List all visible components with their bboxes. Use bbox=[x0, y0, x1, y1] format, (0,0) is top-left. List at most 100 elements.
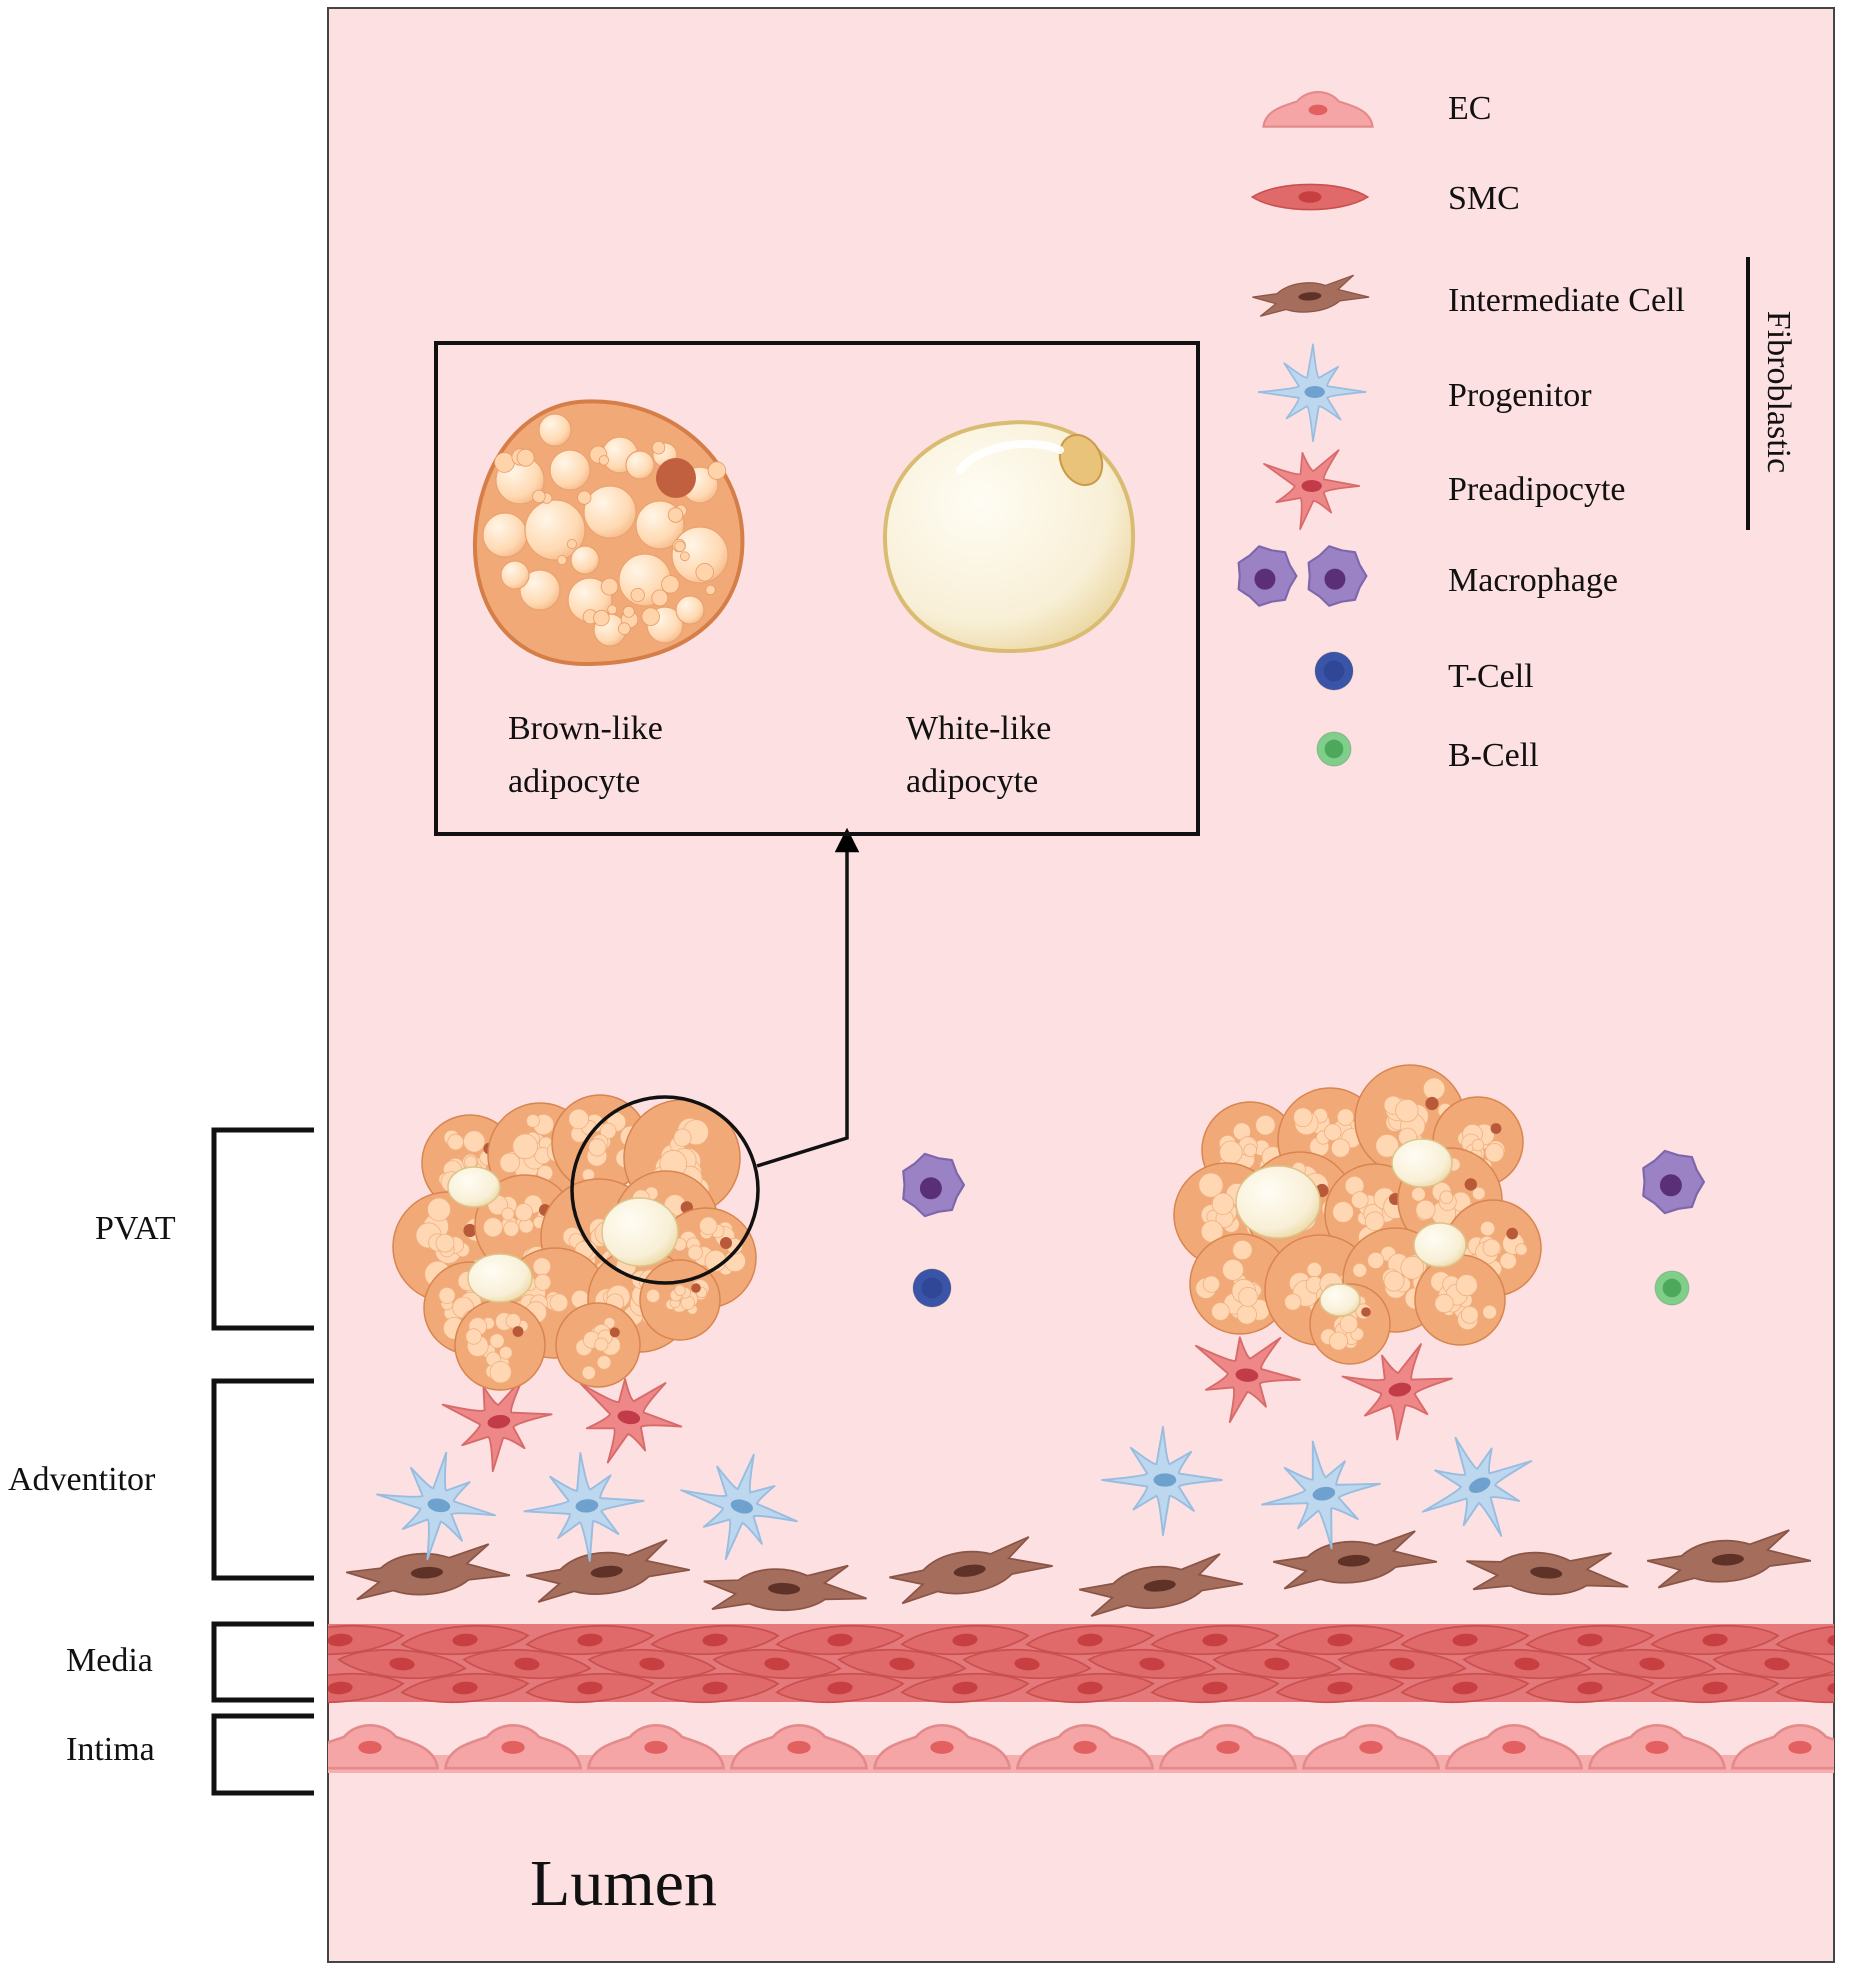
pvat-immune-cells bbox=[902, 1149, 1706, 1308]
smooth-muscle-cell-icon bbox=[400, 1624, 530, 1656]
brown-adipocyte-label-line2: adipocyte bbox=[508, 763, 640, 800]
smooth-muscle-cell-icon bbox=[525, 1624, 655, 1656]
brown-adipocyte-label-line1: Brown-like bbox=[508, 710, 663, 747]
smooth-muscle-cell-icon bbox=[1650, 1624, 1780, 1656]
media-smc-layer bbox=[328, 1624, 1852, 1704]
smooth-muscle-cell-icon bbox=[1087, 1648, 1217, 1680]
smooth-muscle-cell-icon bbox=[1775, 1624, 1834, 1656]
intima-ec-layer bbox=[328, 1724, 1834, 1773]
macrophage-icon bbox=[1307, 545, 1368, 607]
legend-label-intermediate: Intermediate Cell bbox=[1448, 282, 1685, 319]
endothelial-cell-icon bbox=[1301, 1724, 1441, 1770]
intermediate-cell-icon bbox=[1252, 274, 1370, 317]
white-adipocyte-icon bbox=[447, 1166, 501, 1208]
preadipocyte-icon bbox=[1263, 449, 1361, 530]
macrophage-icon bbox=[1642, 1149, 1706, 1215]
legend-label-progenitor: Progenitor bbox=[1448, 377, 1592, 414]
smooth-muscle-cell-icon bbox=[462, 1648, 592, 1680]
white-adipocyte-icon bbox=[1413, 1222, 1467, 1268]
endothelial-cell-icon bbox=[443, 1724, 583, 1770]
progenitor-cell-icon bbox=[1421, 1436, 1533, 1537]
smooth-muscle-cell-icon bbox=[1150, 1624, 1280, 1656]
white-like-adipocyte-icon bbox=[882, 420, 1136, 654]
progenitor-cell-icon bbox=[1101, 1425, 1223, 1537]
preadipocyte-icon bbox=[1263, 449, 1361, 530]
brown-adipocyte-icon bbox=[555, 1302, 641, 1388]
lumen-label: Lumen bbox=[530, 1847, 717, 1920]
preadipocyte-icon bbox=[579, 1378, 683, 1464]
smooth-muscle-cell-icon bbox=[587, 1648, 717, 1680]
t-cell-icon bbox=[912, 1268, 952, 1308]
endothelial-cell-icon bbox=[1444, 1724, 1584, 1770]
progenitor-cell-icon bbox=[1257, 343, 1367, 443]
zoom-arrow bbox=[756, 827, 860, 1168]
smooth-muscle-cell-icon bbox=[650, 1672, 780, 1704]
smooth-muscle-cell-icon bbox=[337, 1648, 467, 1680]
endothelial-cell-icon bbox=[729, 1724, 869, 1770]
adventitia-bracket bbox=[211, 1378, 314, 1581]
smooth-muscle-cell-icon bbox=[1025, 1624, 1155, 1656]
smooth-muscle-cell-icon bbox=[1775, 1672, 1834, 1704]
pvat-adipocyte-cluster-right bbox=[1173, 1064, 1542, 1365]
smooth-muscle-cell-icon bbox=[1250, 183, 1370, 211]
smooth-muscle-cell-icon bbox=[1337, 1648, 1467, 1680]
adipocyte-inset-box bbox=[434, 341, 1200, 836]
intermediate-cell-icon bbox=[346, 1543, 511, 1601]
smooth-muscle-cell-icon bbox=[1712, 1648, 1834, 1680]
intima-bracket bbox=[211, 1713, 314, 1796]
media-bracket bbox=[211, 1621, 314, 1703]
intermediate-cell-icon bbox=[889, 1536, 1053, 1605]
legend-label-smc: SMC bbox=[1448, 180, 1520, 217]
smooth-muscle-cell-icon bbox=[775, 1672, 905, 1704]
smooth-muscle-cell-icon bbox=[1400, 1624, 1530, 1656]
macrophage-icon bbox=[902, 1152, 966, 1218]
b-cell-icon bbox=[1654, 1270, 1690, 1306]
legend-label-bcell: B-Cell bbox=[1448, 737, 1539, 774]
smooth-muscle-cell-icon bbox=[1462, 1648, 1592, 1680]
progenitor-cell-icon bbox=[376, 1451, 496, 1561]
endothelial-cell-icon bbox=[328, 1724, 440, 1770]
preadipocyte-icon bbox=[441, 1376, 553, 1473]
intermediate-cell-icon bbox=[1252, 274, 1370, 317]
intermediate-cell-row bbox=[346, 1529, 1812, 1617]
macrophage-icon bbox=[1237, 545, 1298, 607]
white-adipocyte-label-line1: White-like bbox=[906, 710, 1051, 747]
smooth-muscle-cell-icon bbox=[712, 1648, 842, 1680]
media-label: Media bbox=[66, 1642, 153, 1679]
intermediate-cell-icon bbox=[703, 1564, 867, 1612]
white-adipocyte-icon bbox=[467, 1253, 533, 1303]
legend-label-preadipocyte: Preadipocyte bbox=[1448, 471, 1626, 508]
b-cell-icon bbox=[1316, 731, 1352, 767]
white-adipocyte-icon bbox=[1391, 1138, 1453, 1188]
endothelial-cell-icon bbox=[1587, 1724, 1727, 1770]
pvat-bracket bbox=[211, 1127, 314, 1331]
intima-label: Intima bbox=[66, 1731, 155, 1768]
white-adipocyte-icon bbox=[1235, 1165, 1321, 1239]
intermediate-cell-icon bbox=[1466, 1551, 1629, 1596]
t-cell-icon bbox=[1314, 651, 1354, 691]
smooth-muscle-cell-icon bbox=[328, 1624, 405, 1656]
intermediate-cell-icon bbox=[1272, 1530, 1438, 1590]
smooth-muscle-cell-icon bbox=[1650, 1672, 1780, 1704]
smooth-muscle-cell-icon bbox=[1275, 1624, 1405, 1656]
smooth-muscle-cell-icon bbox=[1525, 1672, 1655, 1704]
brown-adipocyte-icon bbox=[1414, 1254, 1506, 1346]
brown-adipocyte-icon bbox=[1309, 1283, 1391, 1365]
b-cell-icon bbox=[1316, 731, 1352, 767]
smooth-muscle-cell-icon bbox=[400, 1672, 530, 1704]
white-adipocyte-label-line2: adipocyte bbox=[906, 763, 1038, 800]
preadipocyte-icon bbox=[1195, 1336, 1301, 1423]
brown-adipocyte-icon bbox=[1189, 1233, 1291, 1335]
adventitia-cells bbox=[376, 1336, 1533, 1562]
smooth-muscle-cell-icon bbox=[1587, 1648, 1717, 1680]
smooth-muscle-cell-icon bbox=[775, 1624, 905, 1656]
t-cell-icon bbox=[1314, 651, 1354, 691]
legend: EC SMC Intermediate Cell Progenitor Prea… bbox=[1237, 90, 1797, 774]
progenitor-cell-icon bbox=[1261, 1440, 1381, 1550]
endothelial-cell-icon bbox=[1015, 1724, 1155, 1770]
smooth-muscle-cell-icon bbox=[1150, 1672, 1280, 1704]
smooth-muscle-cell-icon bbox=[1838, 1646, 1852, 1682]
smooth-muscle-cell-icon bbox=[962, 1648, 1092, 1680]
endothelial-cell-icon bbox=[1262, 91, 1374, 128]
